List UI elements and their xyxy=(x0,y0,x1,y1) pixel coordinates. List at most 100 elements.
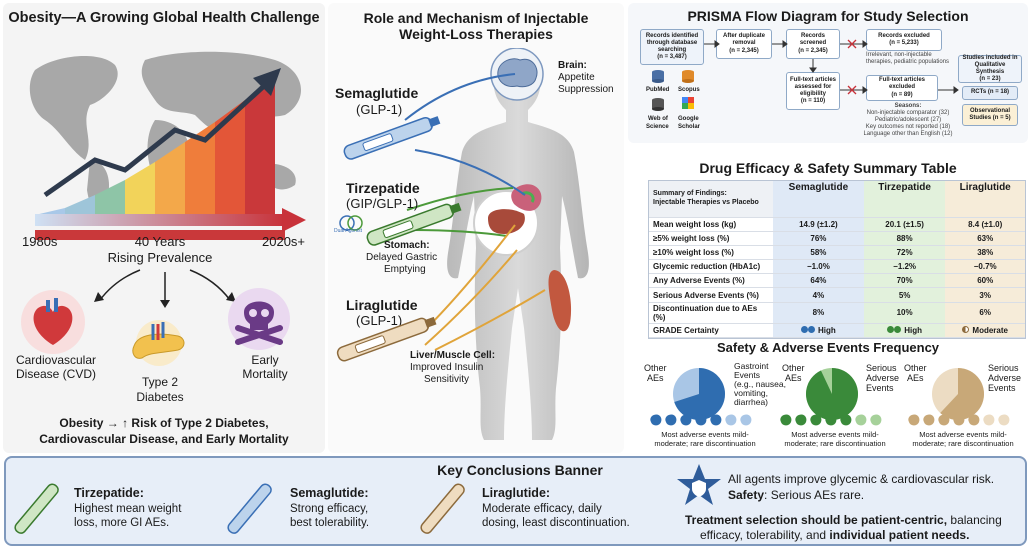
stomach-icon xyxy=(810,414,822,426)
stomach-label-2: Emptying xyxy=(384,264,426,275)
banner-right-3: Treatment selection should be patient-ce… xyxy=(685,513,1002,527)
mid-title-1: Role and Mechanism of Injectable xyxy=(363,10,589,26)
timeline-mid-2: Rising Prevalence xyxy=(107,250,213,265)
stomach-icon xyxy=(953,414,965,426)
table-row: Serious Adverse Events (%)4%5%3% xyxy=(649,287,1025,303)
safety-pies xyxy=(673,368,984,420)
skull-crossbones-icon xyxy=(228,288,290,350)
prisma-rct-box: RCTs (n = 18) xyxy=(962,86,1018,100)
table-row: ≥10% weight loss (%)58%72%38% xyxy=(649,245,1025,261)
stomach-icon xyxy=(870,414,882,426)
stomach-icon xyxy=(695,414,707,426)
efficacy-table-wrap: Summary of Findings:Injectable Therapies… xyxy=(648,180,1026,339)
tirzepatide-class: (GIP/GLP-1) xyxy=(346,196,419,211)
stomach-icon xyxy=(923,414,935,426)
stomach-icon xyxy=(665,414,677,426)
stomach-icon xyxy=(650,414,662,426)
outcome-t2d-2: Diabetes xyxy=(136,390,184,404)
prisma-connectors xyxy=(704,39,959,95)
efficacy-table: Summary of Findings:Injectable Therapies… xyxy=(649,181,1025,338)
pie-3-slice xyxy=(940,368,984,420)
heart-icon xyxy=(21,290,85,354)
stomach-icon xyxy=(938,414,950,426)
stomach-icon xyxy=(825,414,837,426)
stomach-label-head: Stomach: xyxy=(384,240,430,251)
db-pubmed: PubMed xyxy=(646,87,670,93)
star-shield-icon xyxy=(677,464,721,505)
dual-agonist-badge xyxy=(339,215,363,231)
left-summary-1: Obesity → ↑ Risk of Type 2 Diabetes, xyxy=(59,416,269,430)
liraglutide-class: (GLP-1) xyxy=(356,313,403,328)
outcome-cvd-1: Cardiovascular xyxy=(15,353,97,367)
brain-label-2: Suppression xyxy=(558,84,614,95)
liver-label-head: Liver/Muscle Cell: xyxy=(410,350,496,361)
stomach-icon xyxy=(780,414,792,426)
db-wos-2: Science xyxy=(646,124,669,130)
semaglutide-name: Semaglutide xyxy=(335,85,419,101)
stomach-icon xyxy=(855,414,867,426)
semaglutide-pen-icon xyxy=(343,116,441,160)
semaglutide-class: (GLP-1) xyxy=(356,102,403,117)
brain-label-1: Appetite xyxy=(558,72,595,83)
human-body-figure xyxy=(447,48,589,440)
pie1-note: Most adverse events mild-moderate; rare … xyxy=(654,430,756,448)
dual-agonist-label: Dual Agonist xyxy=(334,228,363,234)
outcome-arrows xyxy=(94,269,236,308)
left-summary-2: Cardiovascular Disease, and Early Mortal… xyxy=(39,432,289,446)
prisma-fulltext-reasons: Seasons:Non-injectable comparator (32)Pe… xyxy=(863,103,953,137)
stomach-icon xyxy=(998,414,1010,426)
table-title: Drug Efficacy & Safety Summary Table xyxy=(699,160,957,176)
db-google-2: Scholar xyxy=(678,124,701,130)
stomach-icon xyxy=(710,414,722,426)
db-wos-1: Web of xyxy=(648,116,668,122)
database-icons xyxy=(652,70,694,111)
grade-high-icon xyxy=(801,325,809,333)
liver-label-2: Sensitivity xyxy=(424,374,470,385)
table-row: ≥5% weight loss (%)76%88%63% xyxy=(649,231,1025,246)
table-row: Glycemic reduction (HbA1c)−1.0%−1.2%−0.7… xyxy=(649,259,1025,275)
liraglutide-pen-icon-small xyxy=(420,483,465,534)
prisma-title: PRISMA Flow Diagram for Study Selection xyxy=(687,8,969,24)
liver-label-1: Improved Insulin xyxy=(410,362,484,373)
banner-right-4: efficacy, tolerability, and individual p… xyxy=(700,528,970,542)
stomach-icon xyxy=(680,414,692,426)
stomach-icon xyxy=(983,414,995,426)
timeline-start: 1980s xyxy=(22,234,58,249)
mid-title-2: Weight-Loss Therapies xyxy=(399,26,553,42)
stomach-icon xyxy=(908,414,920,426)
tirzepatide-name: Tirzepatide xyxy=(346,180,420,196)
brain-label-head: Brain: xyxy=(558,60,587,71)
mechanism-arrows xyxy=(404,73,546,351)
banner-title: Key Conclusions Banner xyxy=(437,462,603,478)
banner-right-1: All agents improve glycemic & cardiovasc… xyxy=(728,472,995,486)
safety-title: Safety & Adverse Events Frequency xyxy=(716,340,940,355)
stomach-icon xyxy=(840,414,852,426)
col-semaglutide: Semaglutide xyxy=(773,181,864,218)
pie-2-slice xyxy=(806,368,858,420)
conclusions-banner xyxy=(4,456,1027,546)
banner-semaglutide: Semaglutide:Strong efficacy,best tolerab… xyxy=(290,486,370,529)
left-title: Obesity—A Growing Global Health Challeng… xyxy=(8,10,320,26)
stomach-icon xyxy=(725,414,737,426)
timeline-end: 2020s+ xyxy=(262,234,306,249)
stomach-icon xyxy=(968,414,980,426)
outcome-mortality-2: Mortality xyxy=(242,367,288,381)
banner-right-2: Safety: Serious AEs rare. xyxy=(728,488,865,502)
pie-1-slice xyxy=(674,368,725,420)
timeline-mid: 40 Years xyxy=(134,234,186,249)
db-scopus: Scopus xyxy=(678,87,700,93)
stomach-icon xyxy=(740,414,752,426)
col-liraglutide: Liraglutide xyxy=(945,181,1025,218)
table-row: Any Adverse Events (%)64%70%60% xyxy=(649,273,1025,289)
